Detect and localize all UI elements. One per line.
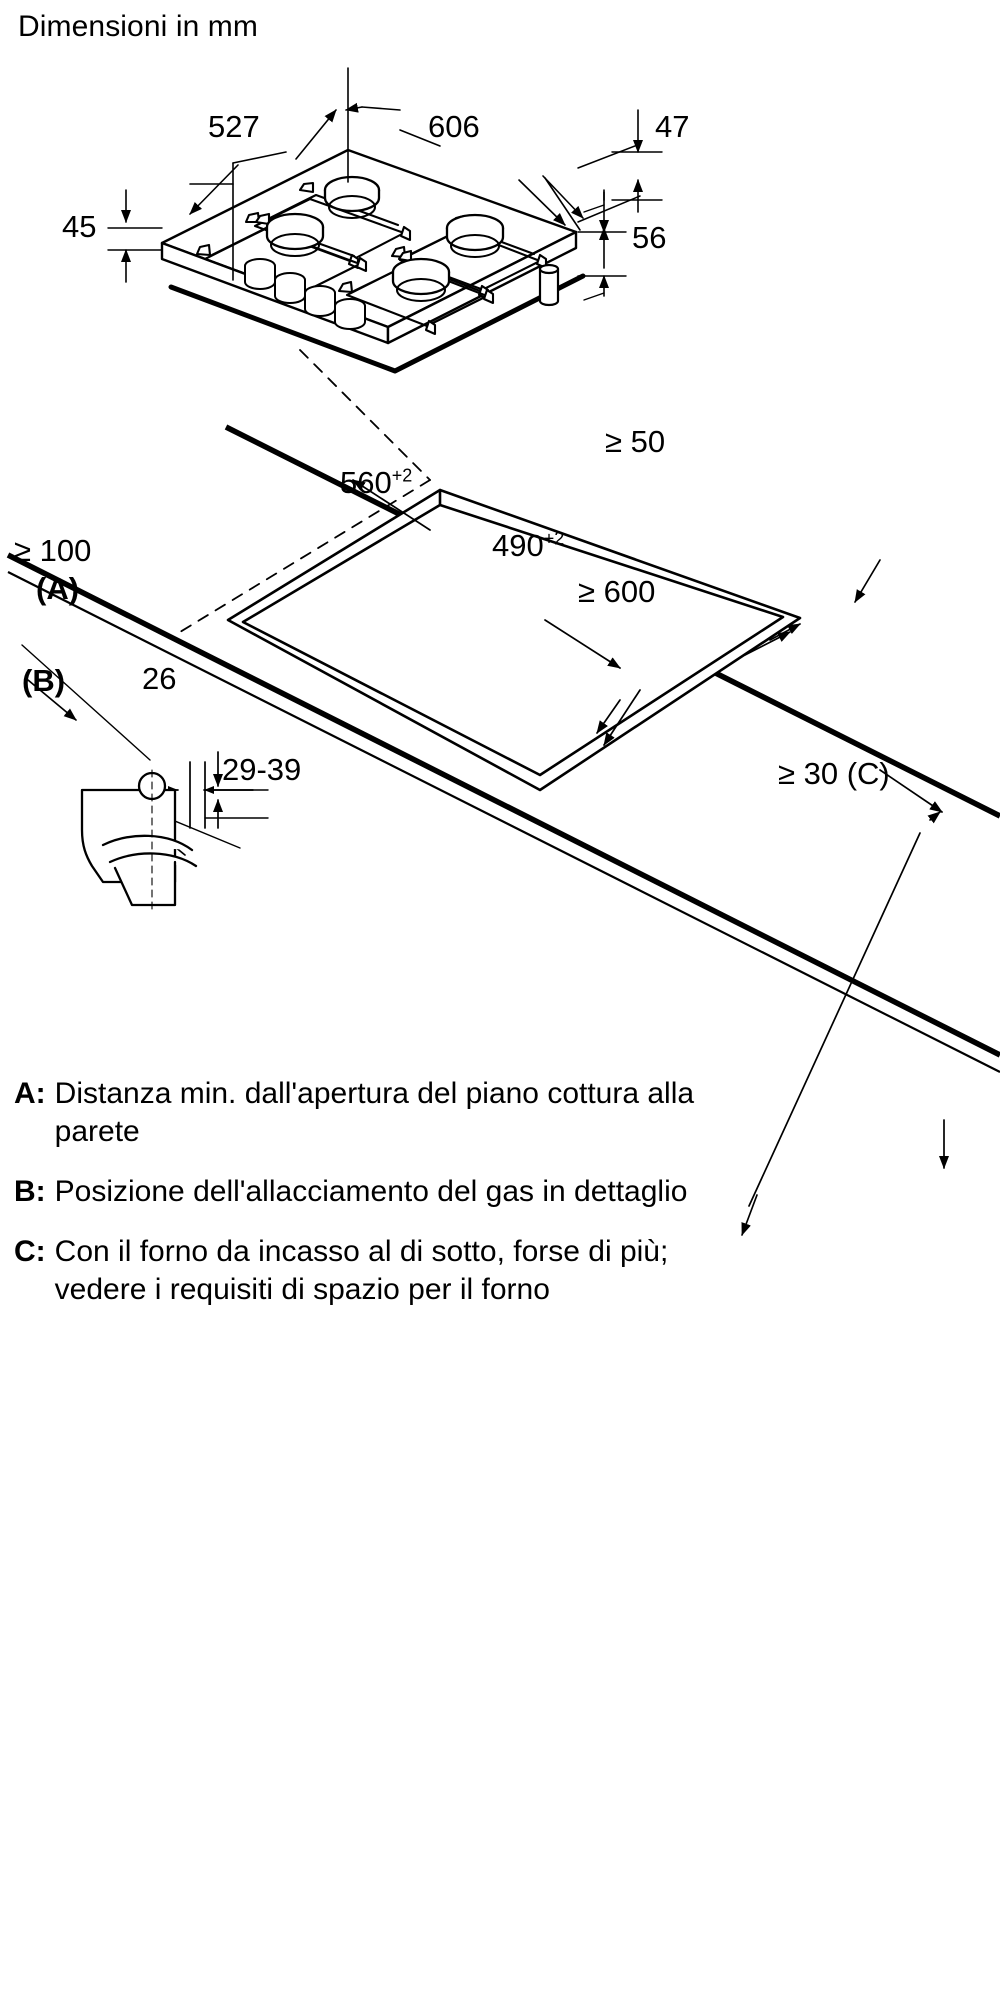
legend-row-b: B: Posizione dell'allacciamento del gas … <box>14 1173 734 1211</box>
cutout-dimension-lines <box>21 479 949 1236</box>
legend-row-c: C: Con il forno da incasso al di sotto, … <box>14 1233 734 1309</box>
legend-key-b: B: <box>14 1175 46 1208</box>
legend-text-a: Distanza min. dall'apertura del piano co… <box>54 1077 695 1148</box>
dim-label-wall-clearance: ≥ 100 <box>14 533 92 568</box>
legend-row-a: A: Distanza min. dall'apertura del piano… <box>14 1075 734 1151</box>
legend: A: Distanza min. dall'apertura del piano… <box>14 1075 734 1331</box>
dim-label-rear-clearance: ≥ 600 <box>578 574 656 609</box>
legend-text-c: Con il forno da incasso al di sotto, for… <box>54 1235 669 1306</box>
gas-connection-detail <box>80 751 269 911</box>
dim-label-26: 26 <box>142 661 177 696</box>
worktop-cutout-illustration <box>6 349 1000 1073</box>
dim-label-606: 606 <box>428 109 480 144</box>
dim-label-56: 56 <box>632 220 667 255</box>
cutout-depth-value: 490 <box>492 528 544 563</box>
hob-dimension-lines <box>107 67 663 301</box>
dim-label-wall-clearance-ref: (A) <box>36 572 79 605</box>
dim-label-29-39: 29-39 <box>222 752 302 787</box>
dim-label-side-clearance: ≥ 50 <box>605 424 666 459</box>
dim-label-527: 527 <box>208 109 260 144</box>
legend-key-c: C: <box>14 1235 46 1268</box>
ref-b: (B) <box>22 663 66 698</box>
dim-label-45: 45 <box>62 209 97 244</box>
cutout-width-tolerance: +2 <box>391 465 413 486</box>
dim-label-47: 47 <box>655 109 690 144</box>
dim-label-cutout-depth: 490+2 <box>492 529 564 562</box>
cutout-depth-tolerance: +2 <box>543 528 565 549</box>
ref-a: (A) <box>36 571 80 606</box>
hob-illustration <box>160 148 586 374</box>
dim-label-cutout-width: 560+2 <box>340 466 412 499</box>
dim-label-bottom-clearance: ≥ 30 (C) <box>778 756 890 791</box>
legend-key-a: A: <box>14 1077 46 1110</box>
cutout-width-value: 560 <box>340 465 392 500</box>
detail-b-ref: (B) <box>22 664 65 697</box>
page-title: Dimensioni in mm <box>18 10 258 43</box>
legend-text-b: Posizione dell'allacciamento del gas in … <box>54 1175 688 1208</box>
